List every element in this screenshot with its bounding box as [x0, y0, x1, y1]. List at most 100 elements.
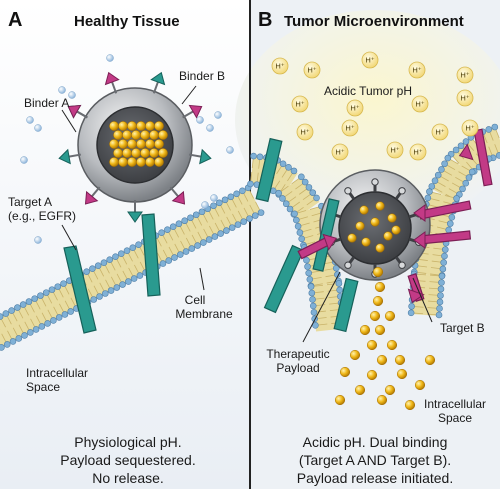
- binder-b-icon: [84, 190, 99, 205]
- payload-ball: [136, 157, 146, 167]
- panel-a-caption-line1: Physiological pH.: [74, 434, 181, 450]
- h-ion-icon: H⁺: [361, 51, 379, 69]
- payload-ball: [136, 121, 146, 131]
- h-ion-icon: H⁺: [408, 61, 426, 79]
- svg-text:H⁺: H⁺: [275, 62, 284, 71]
- payload-ball: [109, 121, 119, 131]
- released-payload-ball: [334, 394, 346, 406]
- svg-text:H⁺: H⁺: [465, 124, 474, 133]
- released-payload-ball: [384, 310, 396, 322]
- payload-ball: [118, 157, 128, 167]
- payload-ball: [145, 121, 155, 131]
- intracellular-label-b-line1: Intracellular: [424, 397, 486, 411]
- h-ions: H⁺H⁺H⁺H⁺H⁺H⁺H⁺H⁺H⁺H⁺H⁺H⁺H⁺H⁺H⁺H⁺: [271, 51, 479, 161]
- binder-b-icon: [322, 233, 338, 251]
- h-ion-icon: H⁺: [431, 123, 449, 141]
- released-payload-ball: [404, 399, 416, 411]
- h-ion-icon: H⁺: [341, 119, 359, 137]
- target-a-receptor: [333, 277, 359, 333]
- panel-a-letter: A: [8, 9, 22, 31]
- released-payload-ball: [376, 354, 388, 366]
- panel-a-caption-line3: No release.: [92, 470, 164, 486]
- payload-ball: [145, 157, 155, 167]
- cell-membrane-label-line1: Cell: [185, 293, 206, 307]
- cell-membrane-label-line2: Membrane: [175, 307, 233, 321]
- released-payload-ball: [372, 295, 384, 307]
- h-ion-icon: H⁺: [271, 57, 289, 75]
- released-payload-ball: [354, 384, 366, 396]
- water-bubbles: [20, 54, 234, 244]
- h-ion-icon: H⁺: [456, 66, 474, 84]
- payload-ball: [158, 148, 168, 158]
- panel-b-caption-line3: Payload release initiated.: [297, 470, 453, 486]
- payload-ball: [375, 201, 385, 211]
- svg-text:H⁺: H⁺: [335, 148, 344, 157]
- released-payload-ball: [376, 394, 388, 406]
- payload-ball: [131, 130, 141, 140]
- svg-text:H⁺: H⁺: [460, 94, 469, 103]
- released-payload-ball: [386, 339, 398, 351]
- released-payload-ball: [369, 310, 381, 322]
- target-a-receptor: [263, 244, 305, 314]
- panel-a-caption-line2: Payload sequestered.: [60, 452, 195, 468]
- released-payload-ball: [374, 324, 386, 336]
- released-payload-ball: [374, 281, 386, 293]
- svg-text:H⁺: H⁺: [300, 128, 309, 137]
- h-ion-icon: H⁺: [461, 119, 479, 137]
- payload-ball: [383, 231, 393, 241]
- payload-ball: [154, 139, 164, 149]
- binder-b-icon: [458, 143, 474, 161]
- panel-b-letter: B: [258, 9, 272, 31]
- panel-a-background: [0, 0, 249, 489]
- payload-ball: [131, 148, 141, 158]
- released-payload-ball: [366, 369, 378, 381]
- svg-text:H⁺: H⁺: [350, 104, 359, 113]
- payload-core: [347, 201, 401, 253]
- binder-b-icon: [67, 104, 82, 119]
- binder-b-label: Binder B: [179, 69, 225, 83]
- binder-b-icon: [104, 71, 120, 86]
- panel-b-caption-line1: Acidic pH. Dual binding: [303, 434, 448, 450]
- svg-text:H⁺: H⁺: [412, 66, 421, 75]
- dual-binding-receptors: [255, 128, 493, 333]
- h-ion-icon: H⁺: [456, 89, 474, 107]
- target-b-label: Target B: [440, 321, 485, 335]
- target-a-receptor: [63, 213, 161, 334]
- payload-ball: [140, 130, 150, 140]
- payload-ball: [136, 139, 146, 149]
- released-payload-ball: [384, 384, 396, 396]
- payload-ball: [127, 139, 137, 149]
- intracellular-label-b-line2: Space: [438, 411, 472, 425]
- binder-b-icon: [413, 231, 426, 249]
- h-ion-icon: H⁺: [386, 141, 404, 159]
- payload-ball: [154, 157, 164, 167]
- payload-ball: [127, 157, 137, 167]
- acidic-ph-label: Acidic Tumor pH: [324, 84, 412, 98]
- target-a-label-line1: Target A: [8, 195, 52, 209]
- payload-core: [109, 121, 168, 167]
- svg-text:H⁺: H⁺: [295, 100, 304, 109]
- released-payload-ball: [372, 266, 384, 278]
- payload-ball: [347, 233, 357, 243]
- payload-ball: [154, 121, 164, 131]
- binder-b-icon: [413, 204, 426, 222]
- h-ion-icon: H⁺: [409, 143, 427, 161]
- panel-b-caption-line2: (Target A AND Target B).: [299, 452, 451, 468]
- svg-text:H⁺: H⁺: [415, 100, 424, 109]
- binder-b-icon: [171, 190, 186, 205]
- h-ion-icon: H⁺: [331, 143, 349, 161]
- binder-a-label: Binder A: [24, 96, 69, 110]
- payload-ball: [145, 139, 155, 149]
- svg-text:H⁺: H⁺: [460, 71, 469, 80]
- leader-lines: [61, 85, 433, 343]
- payload-ball: [109, 139, 119, 149]
- payload-ball: [127, 121, 137, 131]
- payload-ball: [361, 237, 371, 247]
- target-a-receptor: [255, 137, 283, 203]
- payload-ball: [359, 205, 369, 215]
- nanoparticle-healthy: [58, 71, 212, 223]
- binder-a-icon: [58, 148, 71, 165]
- released-payload: [334, 266, 436, 411]
